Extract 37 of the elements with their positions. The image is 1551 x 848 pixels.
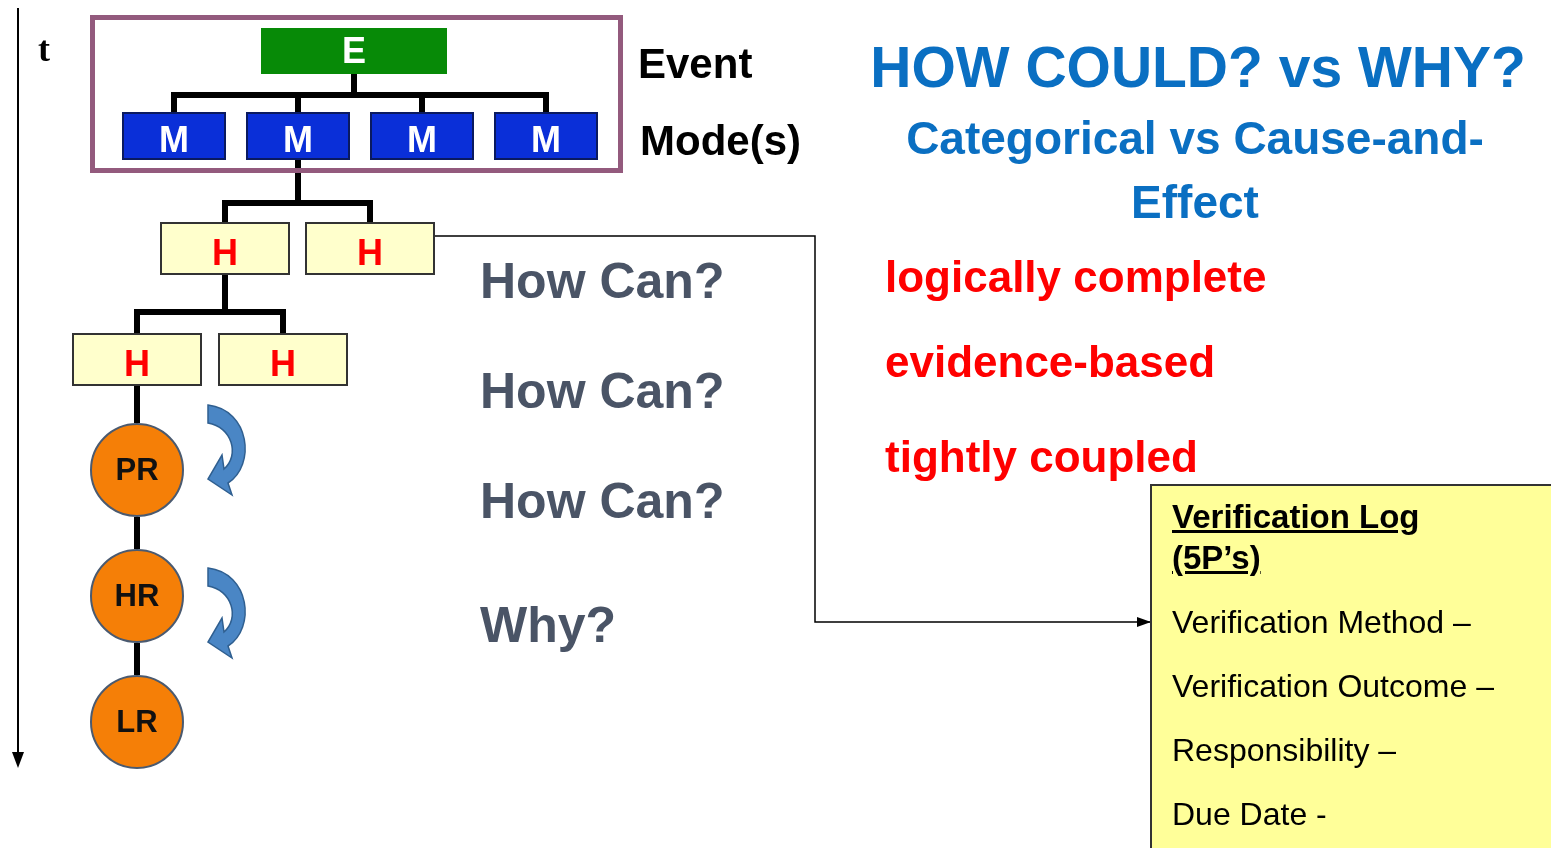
mode-box: M	[122, 112, 226, 160]
arrow	[434, 235, 1151, 627]
question-text: Why?	[480, 596, 617, 654]
cause-circle: LR	[90, 675, 184, 769]
log-entry: Verification Outcome –	[1172, 667, 1495, 706]
frame-box	[90, 15, 623, 173]
property-text: evidence-based	[885, 337, 1216, 387]
log-entry: Verification Method –	[1172, 603, 1472, 642]
question-text: How Can?	[480, 472, 725, 530]
cause-circle: PR	[90, 423, 184, 517]
property-text: tightly coupled	[885, 432, 1198, 482]
event-box: E	[261, 28, 447, 74]
log-entry: Due Date -	[1172, 795, 1328, 834]
question-text: How Can?	[480, 362, 725, 420]
subtitle: Categorical vs Cause-and-Effect	[905, 111, 1485, 230]
event-label: Event	[638, 40, 753, 88]
hypothesis-box: H	[72, 333, 202, 386]
hypothesis-box: H	[218, 333, 348, 386]
mode-box: M	[370, 112, 474, 160]
question-text: How Can?	[480, 252, 725, 310]
tree-line	[134, 643, 140, 675]
mode-label: Mode(s)	[640, 117, 801, 165]
tree-line	[134, 386, 140, 423]
verification-log-box	[1150, 484, 1551, 848]
time-label: t	[38, 28, 50, 70]
cause-circle: HR	[90, 549, 184, 643]
tree-line	[222, 275, 286, 333]
hypothesis-box: H	[160, 222, 290, 275]
hypothesis-box: H	[305, 222, 435, 275]
title: HOW COULD? vs WHY?	[869, 34, 1527, 100]
property-text: logically complete	[885, 252, 1267, 302]
mode-box: M	[246, 112, 350, 160]
mode-box: M	[494, 112, 598, 160]
log-heading: Verification Log (5P’s)	[1172, 497, 1421, 578]
tree-line	[295, 160, 373, 222]
tree-line	[134, 517, 140, 549]
log-entry: Responsibility –	[1172, 731, 1398, 770]
